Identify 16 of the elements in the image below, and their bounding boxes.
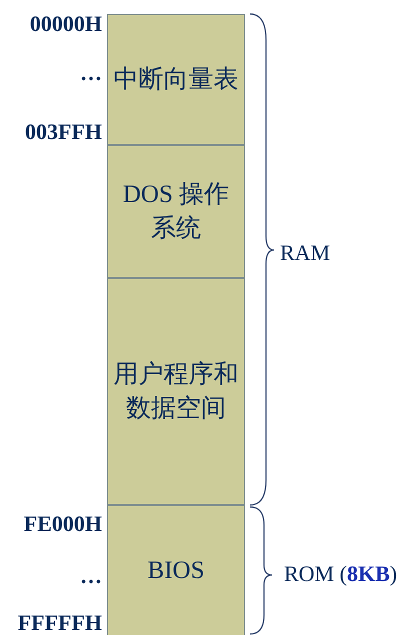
memory-type-label: ROM (8KB)	[284, 563, 398, 585]
address-label: FE000H	[22, 513, 102, 535]
memory-block	[107, 14, 245, 145]
block-label: BIOS	[146, 556, 206, 586]
ellipsis: …	[79, 565, 102, 587]
memory-type-label: RAM	[280, 242, 330, 264]
block-label: 用户程序和数据空间	[112, 360, 240, 424]
address-label: 00000H	[28, 13, 102, 35]
memory-block	[107, 278, 245, 505]
address-label: 003FFH	[24, 121, 102, 143]
block-label: DOS 操作系统	[122, 180, 230, 244]
memory-block	[107, 145, 245, 278]
block-label: 中断向量表	[112, 64, 240, 95]
address-label: FFFFFH	[16, 612, 102, 634]
memory-block	[107, 505, 245, 635]
ellipsis: …	[79, 62, 102, 84]
